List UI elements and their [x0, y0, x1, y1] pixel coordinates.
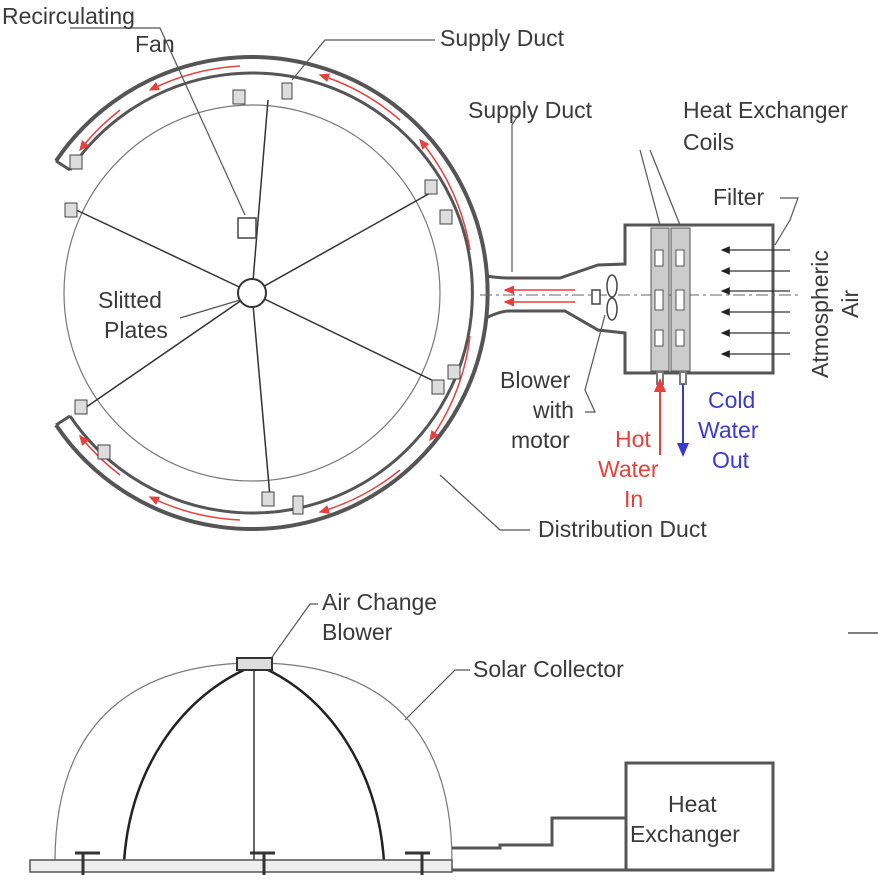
dome-rib-left: [122, 668, 245, 863]
side-labels: Air Change Blower Solar Collector Heat E…: [322, 589, 740, 847]
supply-duct-connection: [485, 223, 775, 375]
top-view: Recirculating Fan Supply Duct Supply Duc…: [2, 3, 863, 721]
dome-rib-right: [267, 668, 386, 863]
greenhouse-floor-circle: [63, 104, 441, 482]
recirculating-fan-label-1: Recirculating: [2, 3, 135, 29]
blower-fan-icon: [591, 274, 618, 321]
distribution-duct: [54, 55, 490, 531]
hot-water-label-1: Hot: [615, 426, 651, 452]
spokes: [71, 99, 443, 498]
top-labels: Recirculating Fan Supply Duct Supply Duc…: [2, 3, 863, 542]
air-change-blower-box: [236, 657, 273, 671]
water-pipes: [654, 371, 689, 457]
hot-water-label-3: In: [624, 486, 643, 512]
connecting-duct: [452, 816, 625, 872]
air-change-label-2: Blower: [322, 619, 393, 645]
heat-exchanger-coils: [650, 227, 691, 372]
base-slab: [29, 859, 453, 873]
slitted-plates-label-1: Slitted: [98, 287, 162, 313]
heat-exchanger-coils-label-2: Coils: [683, 129, 734, 155]
recirculating-fan-label-2: Fan: [135, 31, 175, 57]
supply-outlets: [64, 82, 461, 515]
filter-label: Filter: [713, 184, 764, 210]
hot-water-label-2: Water: [598, 456, 659, 482]
heat-exchanger-box: [624, 761, 775, 872]
solar-collector-label: Solar Collector: [473, 656, 624, 682]
leader-lines: [70, 27, 799, 721]
supply-airflow-arrows: [503, 285, 575, 307]
slitted-plates-hub: [237, 278, 267, 308]
blower-label-2: with: [532, 397, 574, 423]
heat-exchanger-label-1: Heat: [668, 791, 717, 817]
cold-water-label-1: Cold: [708, 387, 755, 413]
side-view: Air Change Blower Solar Collector Heat E…: [29, 589, 775, 875]
heat-exchanger-label-2: Exchanger: [630, 821, 740, 847]
blower-label-3: motor: [511, 427, 570, 453]
slitted-plates-label-2: Plates: [104, 317, 168, 343]
supply-duct-side-label: Supply Duct: [468, 97, 593, 123]
atmospheric-label: Atmospheric: [807, 250, 833, 378]
cold-water-label-2: Water: [698, 417, 759, 443]
anchor-bolts: [75, 851, 430, 875]
cold-water-label-3: Out: [712, 447, 750, 473]
atmospheric-air-arrows: [720, 246, 790, 358]
air-change-label-1: Air Change: [322, 589, 437, 615]
distribution-duct-label: Distribution Duct: [538, 516, 707, 542]
heat-exchanger-coils-label-1: Heat Exchanger: [683, 97, 848, 123]
air-label: Air: [837, 290, 863, 318]
blower-label-1: Blower: [500, 367, 571, 393]
recirculating-fan-icon: [237, 217, 257, 239]
supply-duct-top-label: Supply Duct: [440, 25, 565, 51]
